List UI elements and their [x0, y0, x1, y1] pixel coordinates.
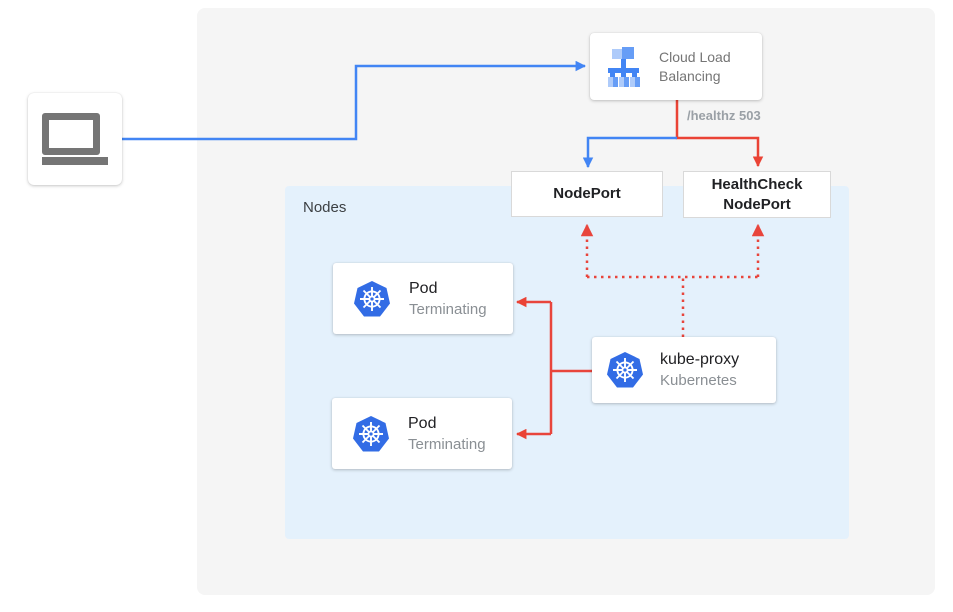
cloud-load-balancing-label: Cloud Load Balancing: [659, 48, 731, 84]
kube-proxy-title: kube-proxy: [660, 351, 740, 368]
healthcheck-nodeport-box: HealthCheck NodePort: [683, 171, 831, 218]
nodeport-box: NodePort: [511, 171, 663, 217]
pod-card: Pod Terminating: [333, 263, 513, 334]
kube-proxy-card: kube-proxy Kubernetes: [592, 337, 776, 403]
kubernetes-icon: [607, 352, 643, 388]
pod-title: Pod: [409, 279, 438, 297]
kube-proxy-subtitle: Kubernetes: [660, 372, 737, 389]
load-balancer-icon: [608, 46, 640, 87]
nodeport-label: NodePort: [553, 185, 621, 203]
laptop-icon: [42, 113, 108, 165]
pod-status: Terminating: [408, 435, 486, 453]
healthcheck-nodeport-label: HealthCheck NodePort: [711, 176, 803, 213]
cloud-load-balancing-card: Cloud Load Balancing: [590, 33, 762, 100]
kubernetes-icon: [354, 280, 390, 316]
kubernetes-icon: [353, 415, 389, 451]
client-card: [28, 93, 122, 185]
pod-title: Pod: [408, 414, 437, 432]
pod-card: Pod Terminating: [332, 398, 512, 469]
nodes-region-label: Nodes: [303, 199, 347, 216]
healthz-annotation: /healthz 503: [687, 108, 761, 123]
pod-status: Terminating: [409, 300, 487, 318]
